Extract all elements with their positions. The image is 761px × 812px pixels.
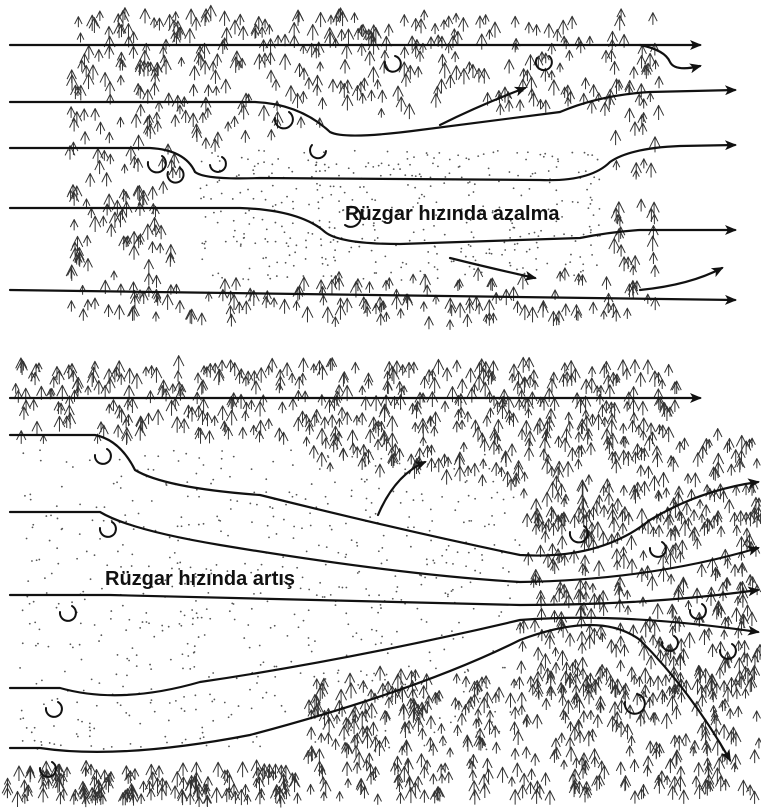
top-streamline-2: [10, 90, 735, 136]
bottom-eddy-2: [100, 522, 116, 537]
bottom-panel-flow: Rüzgar hızında artış: [10, 398, 758, 777]
top-eddy-5: [148, 156, 166, 172]
top-streamline-3: [10, 145, 735, 180]
top-eddy-6: [168, 168, 184, 183]
top-panel-label: Rüzgar hızında azalma: [345, 203, 560, 225]
top-eddy-7: [210, 157, 226, 172]
top-streamline-5: [10, 290, 735, 300]
bottom-panel-label: Rüzgar hızında artış: [105, 568, 295, 590]
top-eddy-1: [385, 56, 401, 72]
forest-top-trees: [65, 5, 664, 330]
bottom-eddy-4: [46, 702, 62, 717]
bottom-eddy-6: [570, 526, 588, 542]
bottom-eddy-8: [690, 604, 706, 619]
bottom-eddy-3: [60, 606, 76, 621]
bottom-streamline-1: [10, 435, 758, 556]
bottom-eddy-1: [95, 449, 111, 464]
